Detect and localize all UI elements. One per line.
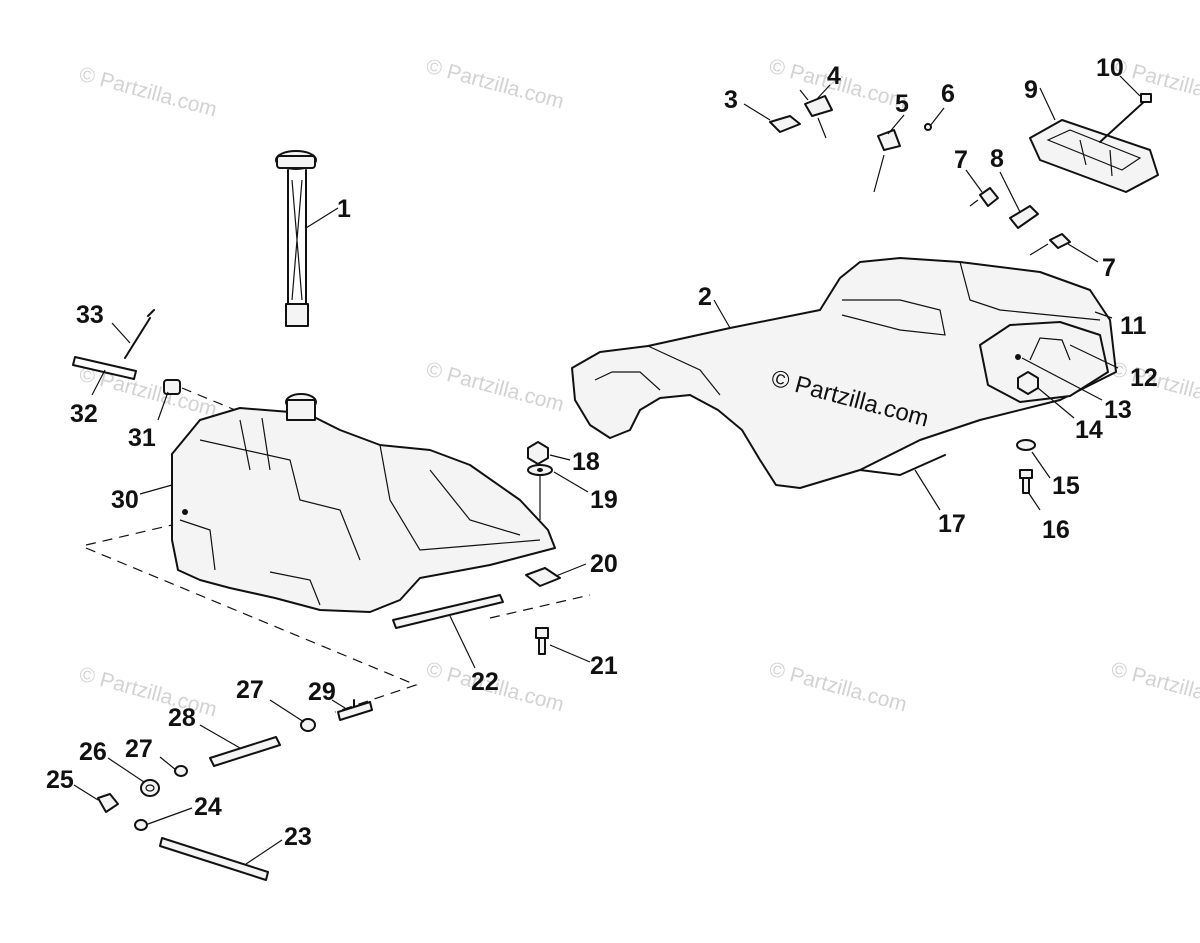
callout-label: 19: [590, 486, 618, 514]
callout-label: 32: [70, 400, 98, 428]
callout-labels: 1 2 3 4 5 6 7 7 8 9 10 11 12 13 14 15 16…: [46, 54, 1158, 851]
latch-plate-part: [769, 115, 801, 133]
callout-label: 21: [590, 652, 618, 680]
callout-label: 27: [125, 735, 153, 763]
watermark: © Partzilla.com: [77, 63, 220, 122]
bracket-part: [873, 129, 901, 193]
nut-part: [1017, 371, 1039, 395]
callout-label: 11: [1120, 312, 1147, 340]
callout-label: 17: [938, 510, 966, 538]
callout-label: 14: [1075, 416, 1103, 444]
callout-label: 13: [1104, 396, 1132, 424]
callout-label: 2: [698, 283, 712, 311]
bolt-part: [535, 627, 549, 655]
hose-part: [209, 736, 281, 767]
washer-part: [527, 464, 553, 520]
leader-lines: [73, 75, 1141, 865]
grommet-part: [140, 779, 160, 797]
callout-label: 7: [954, 146, 968, 174]
pad-part: [525, 567, 561, 587]
callout-label: 16: [1042, 516, 1070, 544]
callout-label: 23: [284, 823, 312, 851]
callout-label: 25: [46, 766, 74, 794]
callout-label: 6: [941, 80, 955, 108]
cap-part: [134, 819, 148, 831]
assembly-outline: [85, 524, 591, 713]
fuel-sender-part: [275, 150, 317, 327]
strip-part: [392, 594, 504, 629]
watermark: © Partzilla.com: [424, 55, 567, 114]
callout-label: 28: [168, 704, 196, 732]
bulb-part: [1009, 205, 1039, 229]
callout-label: 27: [236, 676, 264, 704]
pin-part: [924, 123, 932, 131]
bolt-part: [1019, 469, 1033, 494]
callout-label: 7: [1102, 254, 1116, 282]
rod-part: [72, 356, 137, 380]
callout-label: 9: [1024, 76, 1038, 104]
bulb-socket-part: [969, 187, 999, 207]
bulb-socket-part: [1029, 233, 1071, 256]
fuel-tank-part: [171, 393, 556, 613]
watermark: © Partzilla.com: [1109, 658, 1200, 717]
nut-part: [527, 441, 549, 465]
watermark: © Partzilla.com: [424, 358, 567, 417]
callout-label: 10: [1096, 54, 1124, 82]
pipe-part: [159, 837, 269, 881]
callout-label: 29: [308, 678, 336, 706]
callout-label: 1: [337, 195, 351, 223]
watermark: © Partzilla.com: [767, 658, 910, 717]
callout-label: 5: [895, 90, 909, 118]
elbow-part: [97, 793, 119, 813]
seat-part: [571, 257, 1117, 489]
tail-light-part: [1029, 119, 1159, 193]
callout-label: 22: [471, 668, 499, 696]
callout-label: 31: [128, 424, 156, 452]
callout-label: 18: [572, 448, 600, 476]
callout-label: 26: [79, 738, 107, 766]
wire-clip-part: [124, 309, 155, 359]
callout-label: 33: [76, 301, 104, 329]
callout-label: 20: [590, 550, 618, 578]
callout-label: 24: [194, 793, 222, 821]
callout-label: 4: [827, 62, 841, 90]
callout-label: 12: [1130, 364, 1158, 392]
fitting-part: [163, 379, 241, 413]
screw-part: [1099, 93, 1152, 143]
washer-part: [1016, 439, 1036, 451]
valve-part: [337, 699, 373, 721]
plug-part: [300, 718, 316, 732]
latch-plate-part: [799, 89, 833, 139]
callout-label: 3: [724, 86, 738, 114]
callout-label: 15: [1052, 472, 1080, 500]
plug-part: [174, 765, 188, 777]
callout-label: 8: [990, 145, 1004, 173]
watermark: © Partzilla.com: [77, 663, 220, 722]
callout-label: 30: [111, 486, 139, 514]
